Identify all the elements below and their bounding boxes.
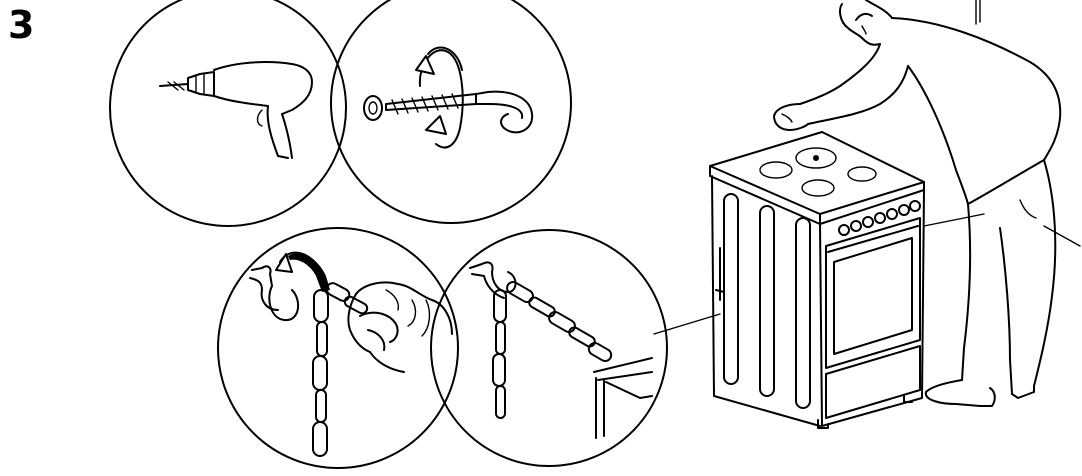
stove-icon: [709, 131, 925, 429]
chain-icon: [492, 281, 613, 419]
person-icon: [773, 0, 1062, 407]
person-securing-stove: [653, 0, 1081, 429]
step-number: 3: [8, 3, 35, 47]
chain-attached-panel: [430, 229, 668, 467]
screw-hook-panel: [330, 0, 572, 224]
chain-icon: [312, 282, 369, 457]
drill-icon: [159, 61, 313, 159]
screw-hook-icon: [363, 46, 534, 149]
hook-chain-panel: [217, 227, 459, 469]
drill-panel: [109, 0, 347, 227]
